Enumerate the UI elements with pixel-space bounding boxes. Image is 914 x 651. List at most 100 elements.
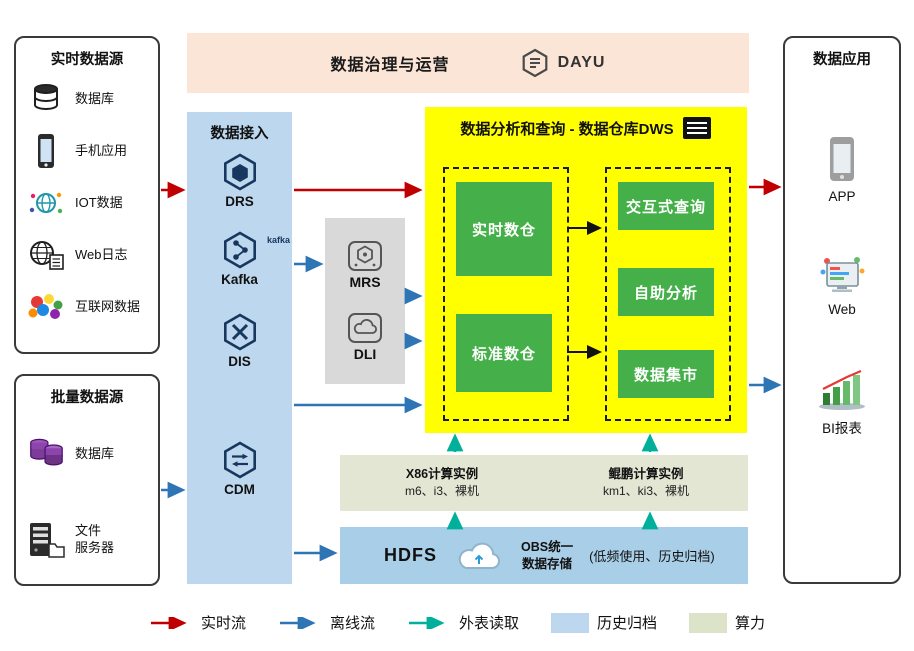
- source-label: 数据库: [75, 445, 115, 461]
- file-server-icon: [26, 521, 66, 559]
- hdfs-label: HDFS: [384, 545, 437, 565]
- legend-offline: 离线流: [278, 612, 375, 633]
- list-item: MRS: [347, 240, 383, 290]
- x86-title: X86计算实例: [405, 467, 479, 482]
- phone-icon: [26, 132, 66, 170]
- service-label: MRS: [349, 274, 381, 290]
- web-log-icon: [26, 239, 66, 271]
- interactive-query-box: 交互式查询: [618, 182, 714, 230]
- obs-line2: 数据存储: [522, 556, 573, 571]
- dws-title-row: 数据分析和查询 - 数据仓库DWS: [425, 107, 747, 140]
- obs-label: OBS统一 数据存储: [521, 539, 573, 572]
- source-label: Web日志: [75, 246, 128, 262]
- realtime-sources-panel: 实时数据源 数据库 手机应用 IOT数据 Web日志: [14, 36, 160, 354]
- service-label: CDM: [224, 482, 255, 497]
- drs-icon: [223, 153, 256, 191]
- source-label: 手机应用: [75, 142, 128, 158]
- list-item: DRS: [187, 153, 292, 209]
- service-label: DLI: [353, 346, 377, 362]
- document-icon: [682, 117, 711, 139]
- source-label: 数据库: [75, 90, 115, 106]
- list-item: 文件 服务器: [16, 497, 158, 583]
- obs-cloud-icon: [458, 542, 500, 569]
- legend-label: 算力: [735, 615, 766, 632]
- storage-panel: HDFS OBS统一 数据存储 (低频使用、历史归档): [340, 527, 748, 584]
- list-item: DIS: [187, 313, 292, 369]
- app-phone-icon: [830, 137, 854, 181]
- kunpeng-title: 鲲鹏计算实例: [608, 467, 684, 482]
- list-item: 数据库: [16, 411, 158, 497]
- data-ingestion-title: 数据接入: [210, 126, 269, 142]
- list-item: CDM: [187, 441, 292, 497]
- service-label: DIS: [228, 354, 251, 369]
- warehouse-group: 实时数仓 标准数仓: [443, 167, 569, 421]
- archive-swatch: [551, 612, 589, 633]
- data-ingestion-panel: 数据接入 DRS kafka Kafka DIS: [187, 112, 292, 584]
- legend-compute: 算力: [689, 612, 765, 633]
- obs-line1: OBS统一: [521, 540, 574, 555]
- data-mart-box: 数据集市: [618, 350, 714, 398]
- list-item: kafka Kafka: [187, 231, 292, 287]
- kafka-icon: [223, 231, 256, 269]
- dayu-hexagon-icon: [522, 48, 547, 78]
- purple-database-icon: [26, 435, 66, 473]
- self-service-analysis-box: 自助分析: [618, 268, 714, 316]
- list-item: IOT数据: [16, 177, 158, 229]
- kunpeng-compute: 鲲鹏计算实例 km1、ki3、裸机: [544, 455, 748, 511]
- obs-note: (低频使用、历史归档): [589, 549, 715, 564]
- kunpeng-detail: km1、ki3、裸机: [602, 484, 689, 499]
- compute-instances-panel: X86计算实例 m6、i3、裸机 鲲鹏计算实例 km1、ki3、裸机: [340, 455, 748, 511]
- processing-panel: MRS DLI: [325, 218, 405, 384]
- list-item: 互联网数据: [16, 281, 158, 333]
- legend-archive: 历史归档: [551, 612, 657, 633]
- list-item: APP: [785, 135, 899, 204]
- service-group: 交互式查询 自助分析 数据集市: [605, 167, 731, 421]
- bi-chart-icon: [819, 369, 865, 410]
- legend-realtime: 实时流: [149, 612, 246, 633]
- dws-panel: 数据分析和查询 - 数据仓库DWS 实时数仓 标准数仓 交互式查询 自助分析 数…: [425, 107, 747, 433]
- realtime-warehouse-box: 实时数仓: [456, 182, 552, 276]
- mrs-icon: [348, 241, 382, 271]
- dayu-logo: DAYU: [520, 48, 606, 78]
- app-label: Web: [828, 302, 856, 317]
- source-label: 互联网数据: [75, 298, 141, 314]
- list-item: Web: [785, 256, 899, 317]
- service-label: Kafka: [221, 272, 258, 287]
- blue-arrow-icon: [279, 616, 316, 629]
- service-label: DRS: [225, 194, 254, 209]
- governance-banner: 数据治理与运营 DAYU: [187, 33, 749, 93]
- red-arrow-icon: [150, 616, 187, 629]
- internet-data-icon: [26, 292, 66, 322]
- dli-icon: [348, 313, 382, 343]
- standard-warehouse-box: 标准数仓: [456, 314, 552, 392]
- legend-external: 外表读取: [407, 612, 519, 633]
- realtime-sources-title: 实时数据源: [50, 52, 124, 68]
- iot-icon: [26, 188, 66, 218]
- dis-icon: [223, 313, 256, 351]
- app-label: BI报表: [822, 421, 862, 436]
- teal-arrow-icon: [408, 616, 445, 629]
- list-item: BI报表: [785, 369, 899, 437]
- legend-label: 历史归档: [597, 615, 658, 632]
- cdm-icon: [223, 441, 256, 479]
- x86-compute: X86计算实例 m6、i3、裸机: [340, 455, 544, 511]
- database-icon: [26, 82, 66, 116]
- list-item: Web日志: [16, 229, 158, 281]
- source-label: IOT数据: [75, 194, 123, 210]
- source-label: 文件 服务器: [75, 523, 115, 555]
- x86-detail: m6、i3、裸机: [404, 484, 479, 499]
- legend-label: 外表读取: [458, 615, 519, 632]
- app-label: APP: [828, 189, 856, 204]
- legend-label: 离线流: [329, 615, 375, 632]
- batch-sources-title: 批量数据源: [50, 390, 124, 406]
- list-item: 数据库: [16, 73, 158, 125]
- batch-sources-panel: 批量数据源 数据库 文件 服务器: [14, 374, 160, 586]
- applications-panel: 数据应用 APP Web BI报表: [783, 36, 901, 584]
- legend-label: 实时流: [200, 615, 246, 632]
- applications-title: 数据应用: [813, 52, 871, 68]
- web-browser-icon: [820, 257, 865, 292]
- list-item: DLI: [347, 312, 383, 362]
- dayu-label: DAYU: [557, 54, 606, 71]
- dws-title: 数据分析和查询 - 数据仓库DWS: [460, 120, 674, 138]
